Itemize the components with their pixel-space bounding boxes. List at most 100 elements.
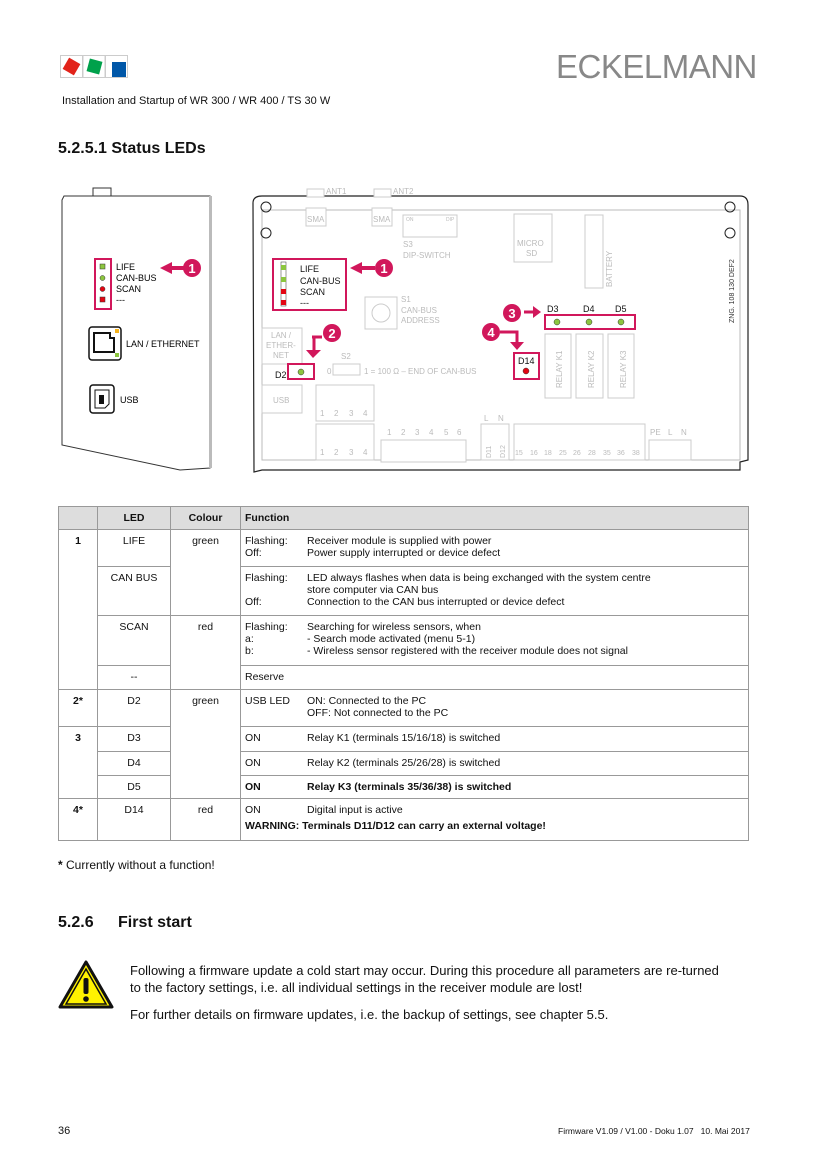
section-number: 5.2.6: [58, 914, 94, 931]
text-label: D2: [97, 689, 171, 727]
text-label: 4*: [58, 798, 98, 841]
text-label: 38: [632, 450, 640, 457]
text-label: 18: [544, 450, 552, 457]
text-label: ZNG. 108 130 DEF2: [729, 259, 736, 323]
text-label: RELAY K1: [555, 350, 564, 388]
table-header-row: LED Colour Function: [58, 506, 749, 530]
text-label: D14: [97, 798, 171, 841]
text-label: store computer via CAN bus: [307, 584, 439, 596]
left-led-label: ---: [116, 295, 125, 305]
text-label: ON: [245, 757, 261, 769]
table-row: CAN BUS Flashing:LED always flashes when…: [59, 566, 749, 616]
callout-4: 4: [487, 325, 495, 340]
cold-start-warning-text: Following a firmware update a cold start…: [130, 963, 719, 995]
usb-label: USB: [120, 395, 139, 405]
col-function: Function: [240, 506, 749, 530]
text-label: 36: [617, 450, 625, 457]
callout-1: 1: [380, 261, 387, 276]
text-label: 1: [320, 448, 325, 457]
text-label: a:: [245, 633, 254, 645]
text-label: 5: [444, 428, 449, 437]
text-label: 4: [429, 428, 434, 437]
text-label: LAN /: [271, 331, 292, 340]
text-label: Power supply interrupted or device defec…: [307, 547, 501, 559]
text-label: OFF: Not connected to the PC: [307, 707, 449, 719]
text-label: 4: [363, 409, 368, 418]
device-front-view: LIFE CAN-BUS SCAN --- 1 LAN / ETHERNET U…: [61, 187, 212, 471]
text-label: ON: Connected to the PC: [307, 695, 427, 707]
text-label: ON: [245, 804, 261, 816]
text-label: D4: [97, 751, 171, 776]
text-label: ON: [245, 781, 261, 793]
left-led-label: LIFE: [116, 262, 135, 272]
text-label: USB: [273, 396, 289, 405]
text-label: D5: [97, 775, 171, 799]
table-row: SCAN red Flashing:Searching for wireless…: [59, 615, 749, 690]
brand-name: ECKELMANN: [556, 48, 757, 85]
text-label: 3: [415, 428, 420, 437]
text-label: MICRO: [517, 239, 544, 248]
text-label: LIFE: [97, 529, 171, 567]
text-label: - Search mode activated (menu 5-1): [307, 633, 476, 645]
text-label: 1: [58, 529, 98, 690]
text-label: 35: [603, 450, 611, 457]
text-label: SMA: [373, 215, 391, 224]
text-label: Off:: [245, 596, 262, 608]
text-label: Reserve: [240, 665, 749, 690]
text-label: 28: [588, 450, 596, 457]
text-label: DIP: [446, 217, 455, 223]
text-label: 1: [320, 409, 325, 418]
text-label: S1: [401, 295, 411, 304]
text-label: *: [58, 858, 63, 872]
text-label: DIP-SWITCH: [403, 251, 451, 260]
text-label: L: [668, 428, 673, 437]
text-label: red: [170, 798, 241, 841]
text-label: SCAN: [300, 287, 325, 297]
text-label: ADDRESS: [401, 316, 440, 325]
status-led-table: LED Colour Function 1 LIFE green Flashin…: [58, 506, 749, 841]
text-label: D3: [97, 726, 171, 752]
warning-icon: [58, 960, 114, 1009]
text-label: 6: [457, 428, 462, 437]
text-label: 2*: [58, 689, 98, 727]
text-label: Relay K1 (terminals 15/16/18) is switche…: [307, 732, 501, 744]
text-label: SCAN: [97, 615, 171, 666]
text-label: Flashing:: [245, 535, 288, 547]
section-heading-status-leds: 5.2.5.1 Status LEDs: [58, 140, 206, 157]
section-heading-first-start: First start: [118, 914, 192, 931]
text-label: PE: [650, 428, 661, 437]
text-label: CAN-BUS: [300, 276, 341, 286]
footer-info: Firmware V1.09 / V1.00 - Doku 1.07 10. M…: [558, 1126, 750, 1136]
text-label: N: [498, 414, 504, 423]
text-label: LED always flashes when data is being ex…: [307, 572, 651, 584]
callout-3: 3: [508, 306, 515, 321]
footnote: * Currently without a function!: [58, 858, 215, 872]
text-label: D3: [547, 304, 559, 314]
text-label: - Wireless sensor registered with the re…: [307, 645, 628, 657]
text-label: LIFE: [300, 264, 319, 274]
text-label: D2: [275, 370, 287, 380]
text-label: Connection to the CAN bus interrupted or…: [307, 596, 565, 608]
text-label: SMA: [307, 215, 325, 224]
table-row: 1 LIFE green Flashing:Receiver module is…: [58, 529, 749, 690]
text-label: 3: [349, 448, 354, 457]
text-label: D14: [518, 356, 535, 366]
text-label: ETHER-: [266, 341, 296, 350]
status-led-diagram: LIFE CAN-BUS SCAN --- 1 LAN / ETHERNET U…: [61, 187, 749, 473]
text-label: D12: [500, 445, 507, 458]
lan-label: LAN / ETHERNET: [126, 339, 200, 349]
text-label: green: [170, 529, 241, 616]
text-label: CAN-BUS: [401, 306, 437, 315]
text-label: ---: [300, 298, 309, 308]
text-label: 2: [401, 428, 406, 437]
text-label: S3: [403, 240, 413, 249]
text-label: S2: [341, 352, 351, 361]
text-label: 16: [530, 450, 538, 457]
text-label: b:: [245, 645, 254, 657]
